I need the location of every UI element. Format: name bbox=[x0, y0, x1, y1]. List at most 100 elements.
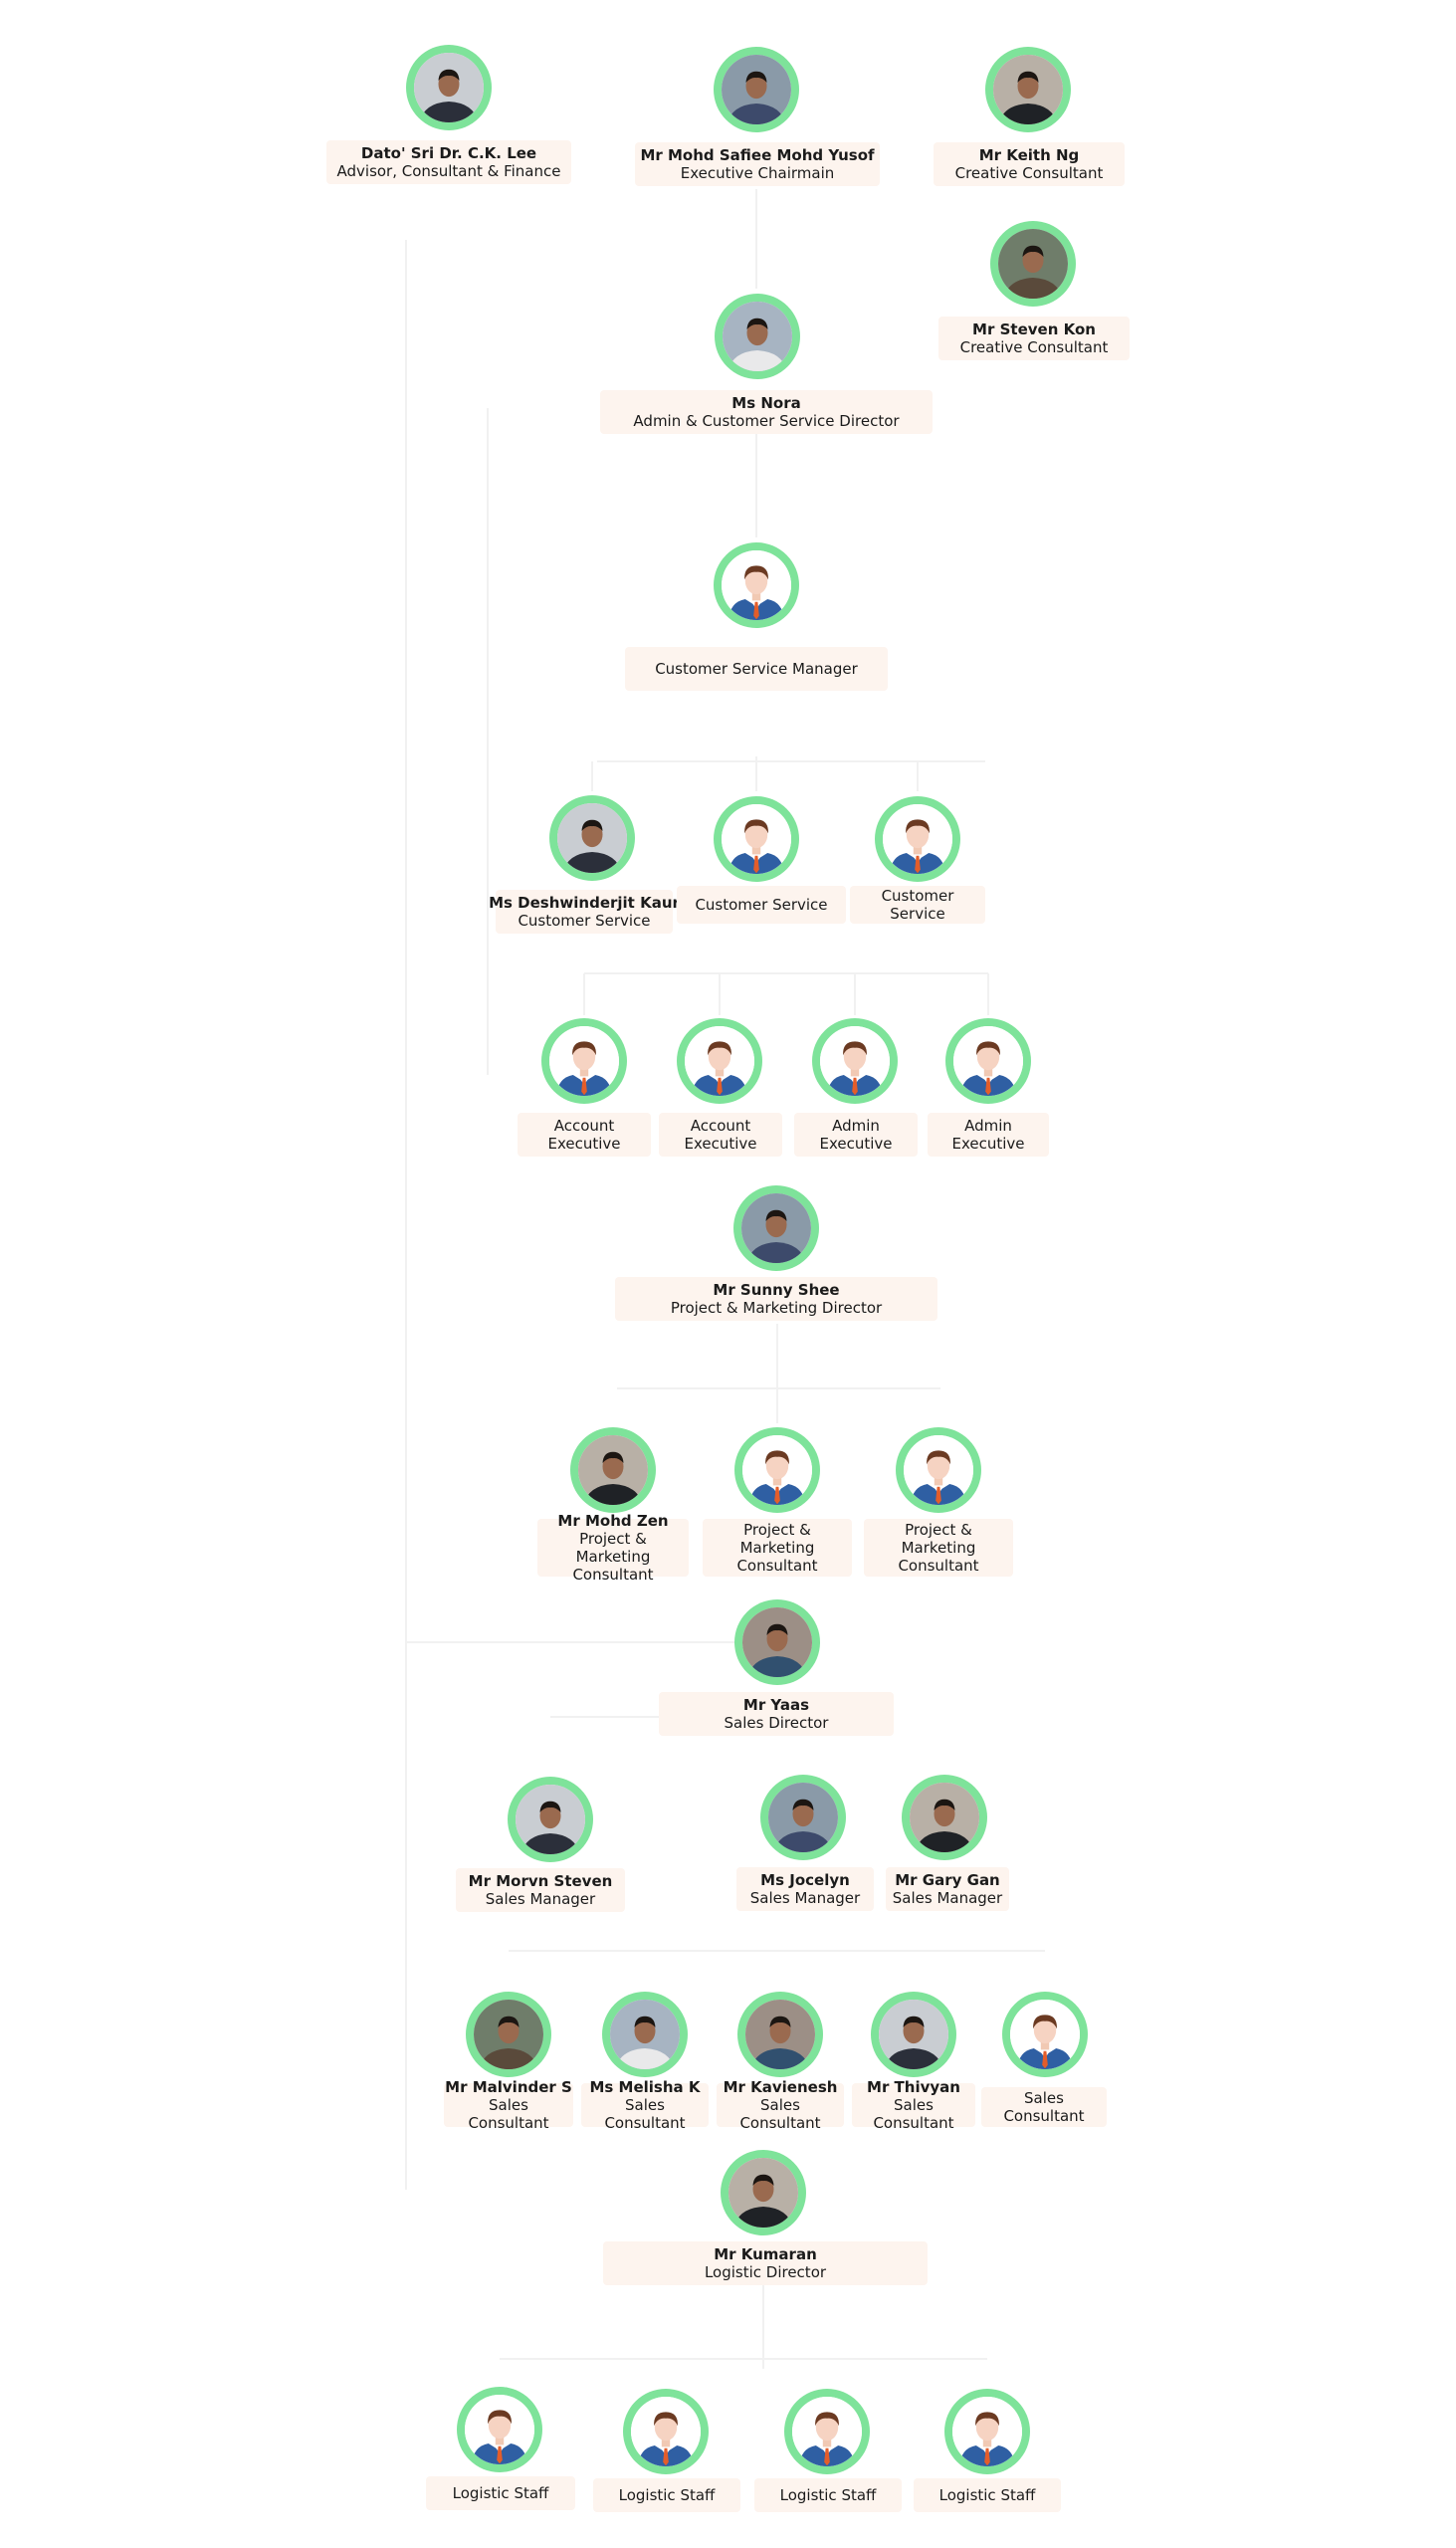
photo-portrait-icon bbox=[549, 795, 635, 881]
photo-portrait-icon bbox=[734, 1599, 820, 1685]
member-role: Sales Director bbox=[724, 1714, 829, 1732]
member-name: Mr Keith Ng bbox=[978, 146, 1080, 164]
member-role: Creative Consultant bbox=[959, 338, 1109, 356]
member-role: Sales Consultant bbox=[873, 2096, 954, 2132]
member-card: Account Executive bbox=[518, 1113, 651, 1157]
member-role: Sales Manager bbox=[485, 1890, 596, 1908]
photo-portrait-icon bbox=[985, 47, 1071, 132]
photo-portrait-icon bbox=[466, 1992, 551, 2077]
member-role: Admin Executive bbox=[819, 1117, 893, 1153]
member-role: Sales Consultant bbox=[739, 2096, 821, 2132]
member-role: Executive Chairmain bbox=[680, 164, 835, 182]
member-role: Account Executive bbox=[547, 1117, 621, 1153]
placeholder-avatar-icon bbox=[945, 1018, 1031, 1104]
member-name: Ms Melisha K bbox=[589, 2078, 701, 2096]
photo-portrait-icon bbox=[721, 2150, 806, 2235]
member-card: Project & Marketing Consultant bbox=[703, 1519, 852, 1577]
member-role: Account Executive bbox=[684, 1117, 757, 1153]
member-role: Logistic Staff bbox=[452, 2484, 549, 2502]
member-name: Mr Kumaran bbox=[714, 2245, 817, 2263]
member-role: Logistic Staff bbox=[618, 2486, 716, 2504]
member-name: Mr Morvn Steven bbox=[468, 1872, 613, 1890]
member-role: Customer Service bbox=[518, 912, 651, 930]
member-card: Sales Consultant bbox=[981, 2087, 1107, 2127]
member-name: Mr Kavienesh bbox=[723, 2078, 838, 2096]
member-name: Mr Malvinder S bbox=[445, 2078, 572, 2096]
photo-portrait-icon bbox=[990, 221, 1076, 307]
member-name: Mr Mohd Zen bbox=[557, 1512, 669, 1530]
member-name: Dato' Sri Dr. C.K. Lee bbox=[360, 144, 537, 162]
placeholder-avatar-icon bbox=[1002, 1992, 1088, 2077]
photo-portrait-icon bbox=[715, 294, 800, 379]
member-role: Sales Consultant bbox=[604, 2096, 686, 2132]
placeholder-avatar-icon bbox=[944, 2389, 1030, 2474]
member-card: Logistic Staff bbox=[426, 2476, 575, 2510]
photo-portrait-icon bbox=[570, 1427, 656, 1513]
member-role: Project & Marketing Consultant bbox=[898, 1521, 979, 1575]
member-role: Logistic Staff bbox=[938, 2486, 1036, 2504]
member-card: Admin Executive bbox=[928, 1113, 1049, 1157]
member-role: Logistic Director bbox=[704, 2263, 827, 2281]
member-card: Project & Marketing Consultant bbox=[864, 1519, 1013, 1577]
member-role: Project & Marketing Consultant bbox=[736, 1521, 818, 1575]
member-role: Admin Executive bbox=[951, 1117, 1025, 1153]
member-card: Logistic Staff bbox=[754, 2478, 902, 2512]
member-card: Admin Executive bbox=[794, 1113, 918, 1157]
member-role: Sales Consultant bbox=[1003, 2089, 1085, 2125]
member-role: Customer Service Manager bbox=[655, 660, 858, 678]
member-role: Advisor, Consultant & Finance bbox=[336, 162, 561, 180]
placeholder-avatar-icon bbox=[734, 1427, 820, 1513]
placeholder-avatar-icon bbox=[714, 796, 799, 882]
member-role: Sales Manager bbox=[749, 1889, 861, 1907]
placeholder-avatar-icon bbox=[784, 2389, 870, 2474]
placeholder-avatar-icon bbox=[875, 796, 960, 882]
placeholder-avatar-icon bbox=[457, 2387, 542, 2472]
placeholder-avatar-icon bbox=[812, 1018, 898, 1104]
member-name: Mr Gary Gan bbox=[895, 1871, 1000, 1889]
photo-portrait-icon bbox=[602, 1992, 688, 2077]
member-card: Customer Service bbox=[677, 886, 846, 924]
placeholder-avatar-icon bbox=[623, 2389, 709, 2474]
photo-portrait-icon bbox=[733, 1185, 819, 1271]
member-card: Customer Service bbox=[850, 886, 985, 924]
member-card: Logistic Staff bbox=[914, 2478, 1061, 2512]
placeholder-avatar-icon bbox=[714, 542, 799, 628]
member-role: Project & Marketing Director bbox=[670, 1299, 883, 1317]
member-card: Customer Service Manager bbox=[625, 647, 888, 691]
photo-portrait-icon bbox=[406, 45, 492, 130]
member-card: Account Executive bbox=[659, 1113, 782, 1157]
member-name: Mr Mohd Safiee Mohd Yusof bbox=[640, 146, 875, 164]
member-role: Customer Service bbox=[695, 896, 828, 914]
member-card: Logistic Staff bbox=[593, 2478, 740, 2512]
member-role: Sales Manager bbox=[892, 1889, 1003, 1907]
placeholder-avatar-icon bbox=[541, 1018, 627, 1104]
member-role: Customer Service bbox=[881, 887, 954, 923]
member-name: Ms Jocelyn bbox=[760, 1871, 850, 1889]
member-name: Mr Thivyan bbox=[867, 2078, 960, 2096]
photo-portrait-icon bbox=[508, 1777, 593, 1862]
member-name: Mr Sunny Shee bbox=[713, 1281, 840, 1299]
member-role: Logistic Staff bbox=[779, 2486, 877, 2504]
member-name: Mr Steven Kon bbox=[972, 320, 1096, 338]
placeholder-avatar-icon bbox=[896, 1427, 981, 1513]
photo-portrait-icon bbox=[737, 1992, 823, 2077]
member-role: Creative Consultant bbox=[954, 164, 1104, 182]
photo-portrait-icon bbox=[760, 1775, 846, 1860]
photo-portrait-icon bbox=[902, 1775, 987, 1860]
